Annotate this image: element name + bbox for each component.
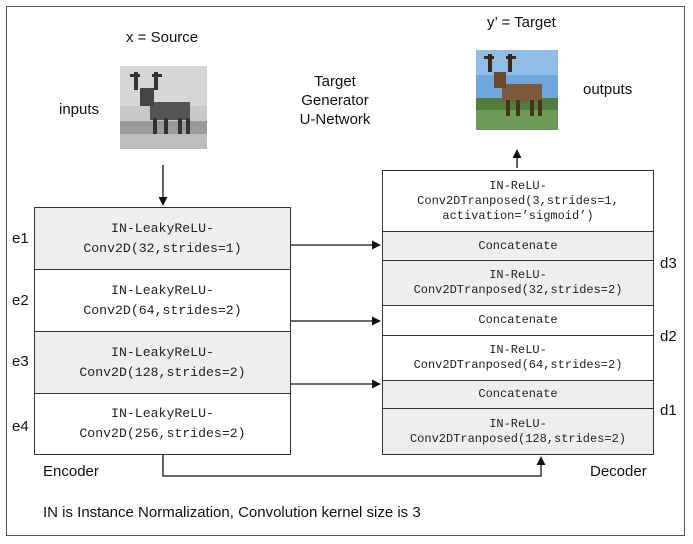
block-line: Conv2DTranposed(64,strides=2) [413, 358, 623, 372]
encoder-block-e2: IN-LeakyReLU- Conv2D(64,strides=2) [34, 269, 291, 331]
encoder-block-e4: IN-LeakyReLU- Conv2D(256,strides=2) [34, 393, 291, 455]
network-title-line: Target [314, 73, 356, 90]
source-deer-image [120, 66, 207, 149]
block-line: IN-ReLU- [489, 268, 547, 282]
decoder-layer-name: d1 [660, 402, 677, 419]
encoder-layer-name: e1 [12, 230, 29, 247]
block-line: IN-LeakyReLU- [111, 344, 214, 360]
concatenate-block-d2: Concatenate [382, 305, 654, 335]
encoder-layer-name: e3 [12, 353, 29, 370]
decoder-block-d3: IN-ReLU-Conv2DTranposed(32,strides=2) [382, 260, 654, 305]
block-line: Conv2D(256,strides=2) [79, 426, 246, 441]
encoder-label: Encoder [43, 463, 99, 480]
block-line: Conv2D(128,strides=2) [79, 364, 246, 380]
network-title: Target Generator U-Network [280, 72, 390, 129]
footnote: IN is Instance Normalization, Convolutio… [43, 504, 421, 521]
concatenate-block-d3: Concatenate [382, 231, 654, 260]
outputs-label: outputs [583, 81, 633, 98]
source-label: x = Source [126, 29, 199, 46]
decoder-output-block: IN-ReLU-Conv2DTranposed(3,strides=1,acti… [382, 170, 654, 231]
block-line: IN-ReLU- [489, 343, 547, 357]
decoder-label: Decoder [590, 463, 647, 480]
block-line: IN-LeakyReLU- [111, 220, 214, 236]
block-line: Conv2D(32,strides=1) [83, 240, 242, 256]
block-line: IN-ReLU- [489, 178, 547, 193]
block-line: activation=’sigmoid’) [442, 208, 594, 223]
encoder-block-e3: IN-LeakyReLU- Conv2D(128,strides=2) [34, 331, 291, 393]
encoder-block-e1: IN-LeakyReLU- Conv2D(32,strides=1) [34, 207, 291, 269]
encoder-layer-name: e4 [12, 418, 29, 435]
block-line: Conv2DTranposed(128,strides=2) [409, 431, 627, 446]
target-deer-image [476, 50, 558, 130]
decoder-block-d1: IN-ReLU-Conv2DTranposed(128,strides=2) [382, 408, 654, 455]
decoder-layer-name: d2 [660, 328, 677, 345]
concatenate-label: Concatenate [478, 313, 558, 327]
concatenate-label: Concatenate [478, 238, 558, 253]
target-label: y’ = Target [487, 14, 556, 31]
network-title-line: U-Network [299, 111, 371, 128]
block-line: Conv2D(64,strides=2) [83, 302, 242, 318]
bottleneck-arrow [162, 455, 546, 477]
block-line: Conv2DTranposed(32,strides=2) [413, 283, 623, 297]
block-line: Conv2DTranposed(3,strides=1, [417, 193, 619, 208]
block-line: IN-ReLU- [489, 416, 547, 431]
network-title-line: Generator [301, 92, 369, 109]
concatenate-label: Concatenate [478, 387, 558, 401]
encoder-layer-name: e2 [12, 292, 29, 309]
inputs-label: inputs [59, 101, 100, 118]
concatenate-block-d1: Concatenate [382, 380, 654, 408]
block-line: IN-LeakyReLU- [111, 282, 214, 298]
figure-frame [6, 6, 685, 536]
block-line: IN-LeakyReLU- [111, 406, 214, 421]
decoder-layer-name: d3 [660, 255, 677, 272]
decoder-block-d2: IN-ReLU-Conv2DTranposed(64,strides=2) [382, 335, 654, 380]
